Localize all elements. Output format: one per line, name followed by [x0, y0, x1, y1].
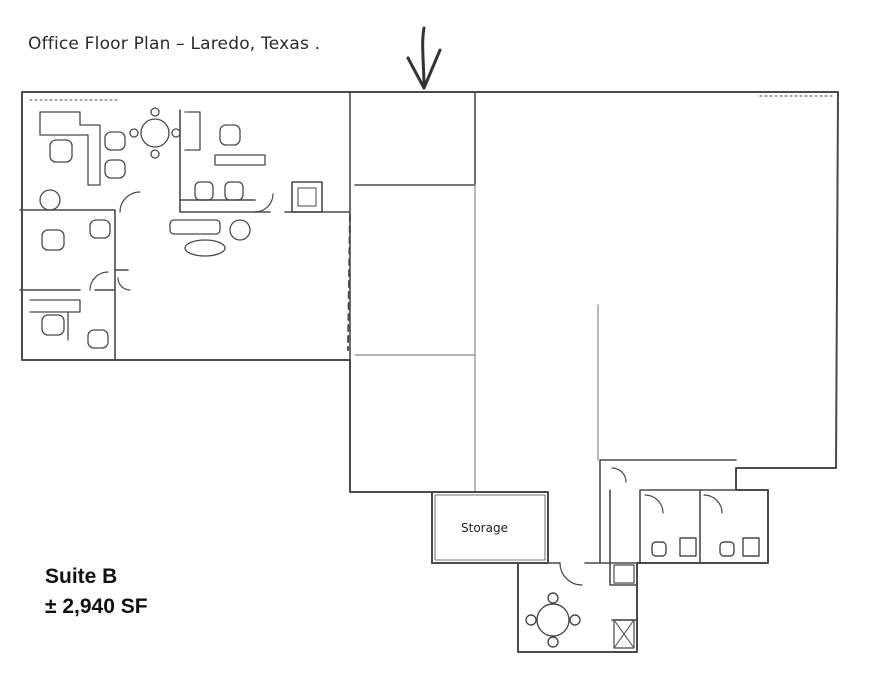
door-swing	[89, 191, 274, 291]
arrow-down-icon	[406, 26, 442, 90]
office-furniture	[29, 107, 266, 349]
round-table	[525, 592, 581, 648]
sink	[742, 537, 760, 557]
restroom-wall	[517, 459, 737, 621]
toilet	[651, 541, 667, 557]
interior-partition	[354, 184, 599, 493]
door-swing	[559, 467, 723, 586]
shaft	[613, 619, 635, 649]
dashed-partition	[347, 214, 351, 351]
plan-title: Office Floor Plan – Laredo, Texas .	[28, 34, 321, 54]
closet	[291, 181, 323, 213]
toilet	[719, 541, 735, 557]
storage-room	[431, 491, 549, 564]
suite-name: Suite B	[45, 565, 118, 588]
exterior-wall-inner	[29, 95, 835, 101]
sink	[679, 537, 697, 557]
office-wall	[19, 91, 476, 361]
suite-area: ± 2,940 SF	[45, 595, 148, 618]
exterior-wall	[21, 91, 839, 653]
cabinet	[613, 564, 635, 584]
storage-label: Storage	[461, 521, 508, 535]
suite-info: Suite B ± 2,940 SF	[45, 562, 148, 622]
